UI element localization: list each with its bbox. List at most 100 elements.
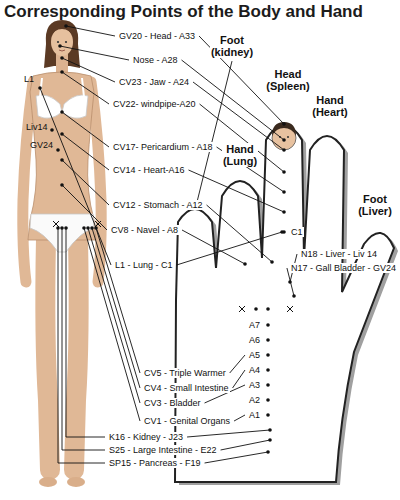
body-point-label: L1 <box>24 75 34 85</box>
leader-line <box>233 370 245 388</box>
eye <box>57 41 59 43</box>
point-dot <box>60 110 64 114</box>
leader-line <box>207 205 272 262</box>
point-dot <box>292 294 296 298</box>
leader-line <box>92 228 140 388</box>
point-dot <box>60 158 64 162</box>
leader-line <box>96 228 140 373</box>
point-dot <box>280 230 284 234</box>
leader-line <box>62 228 105 450</box>
point-dot <box>266 307 270 311</box>
arm <box>23 82 33 282</box>
point-dot <box>243 262 247 266</box>
point-label: GV20 - Head - A33 <box>118 31 196 41</box>
leader-line <box>84 228 140 421</box>
leader-line <box>196 61 232 206</box>
finger-label: Hand (Heart) <box>311 94 348 118</box>
point-label: CV12 - Stomach - A12 <box>112 200 204 210</box>
point-dot <box>82 226 86 230</box>
point-label: N17 - Gall Bladder - GV24 <box>290 263 397 273</box>
leader-line <box>66 228 105 437</box>
point-label: C1 <box>290 227 304 237</box>
head <box>51 28 73 56</box>
point-code: A5 <box>248 350 261 360</box>
leader-line <box>177 232 282 265</box>
point-dot <box>64 24 68 28</box>
point-dot <box>268 438 272 442</box>
leader-line <box>58 228 105 463</box>
point-dot <box>56 226 60 230</box>
point-code: A2 <box>248 395 261 405</box>
point-dot <box>60 226 64 230</box>
strap <box>40 78 84 97</box>
point-code: A4 <box>248 365 261 375</box>
point-code: A7 <box>248 320 261 330</box>
point-label: Nose - A28 <box>132 55 179 65</box>
leader-line <box>62 134 109 170</box>
leader-line <box>62 112 109 147</box>
point-label: N18 - Liver - Liv 14 <box>300 249 378 259</box>
leader-line <box>62 58 115 82</box>
point-dot <box>60 183 64 187</box>
point-dot <box>266 383 270 387</box>
point-label: CV22- windpipe-A20 <box>112 99 197 109</box>
finger-label: Foot (kidney) <box>210 34 254 58</box>
point-dot <box>288 280 292 284</box>
point-dot <box>60 70 64 74</box>
leader-line <box>88 228 140 403</box>
point-dot <box>50 128 54 132</box>
point-dot <box>38 86 42 90</box>
point-code: A3 <box>248 380 261 390</box>
point-label: SP15 - Pancreas - F19 <box>108 458 202 468</box>
point-dot <box>64 226 68 230</box>
arm <box>91 82 101 282</box>
point-dot <box>94 226 98 230</box>
point-dot <box>58 44 62 48</box>
body-point-label: GV24 <box>30 141 53 151</box>
point-dot <box>266 368 270 372</box>
leader-line <box>234 415 245 421</box>
mouth <box>59 50 65 51</box>
leg <box>74 238 79 470</box>
point-dot <box>266 398 270 402</box>
point-label: CV4 - Small Intestine <box>143 383 230 393</box>
hand-figure <box>175 122 398 485</box>
point-dot <box>282 148 286 152</box>
point-dot <box>282 122 286 126</box>
leader-line <box>62 160 109 205</box>
leader-line <box>60 46 129 60</box>
leader-line <box>230 355 245 373</box>
point-dot <box>266 413 270 417</box>
point-dot <box>60 56 64 60</box>
point-label: S25 - Large Intestine - E22 <box>108 445 218 455</box>
point-dot <box>282 210 286 214</box>
leader-line <box>66 26 115 36</box>
point-dot <box>270 260 274 264</box>
point-dot <box>266 338 270 342</box>
leader-line <box>40 88 111 265</box>
point-dot <box>56 148 60 152</box>
point-label: CV23 - Jaw - A24 <box>118 77 190 87</box>
point-code: A1 <box>248 410 261 420</box>
cross-mark <box>239 306 293 312</box>
leg <box>45 238 50 470</box>
finger-label: Head (Spleen) <box>265 68 310 92</box>
point-dot <box>266 450 270 454</box>
foot <box>67 477 85 487</box>
point-label: L1 - Lung - C1 <box>114 260 174 270</box>
point-dot <box>90 226 94 230</box>
point-label: CV3 - Bladder <box>143 398 202 408</box>
point-label: CV1 - Genital Organs <box>143 416 231 426</box>
leader-line <box>62 72 109 104</box>
foot <box>39 477 57 487</box>
leader-line <box>200 104 284 172</box>
leader-line <box>187 430 270 437</box>
point-label: CV8 - Navel - A8 <box>110 225 179 235</box>
finger-label: Foot (Liver) <box>357 193 393 217</box>
point-dot <box>268 428 272 432</box>
point-label: CV14 - Heart-A16 <box>112 165 186 175</box>
point-label: CV17- Pericardium - A18 <box>112 142 214 152</box>
point-label: CV5 - Triple Warmer <box>143 368 227 378</box>
hand-outline <box>175 125 394 482</box>
